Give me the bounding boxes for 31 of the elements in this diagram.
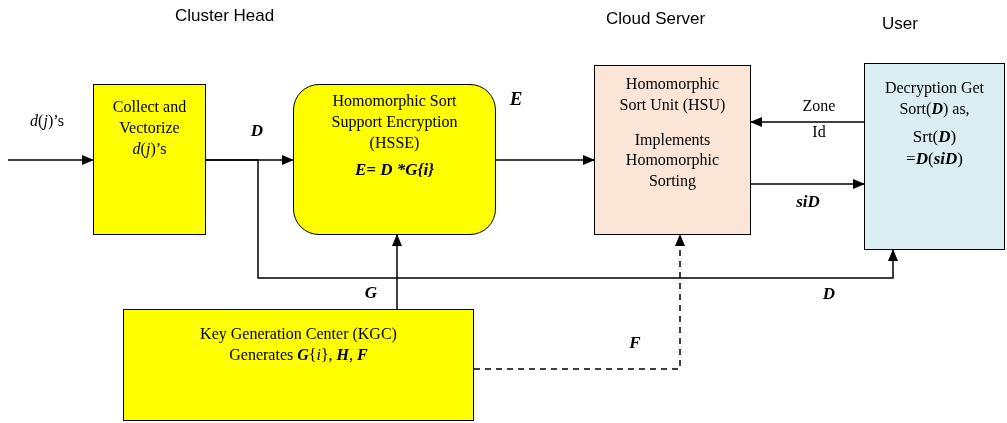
node-label: Homomorphic Sort Unit (HSU) [618, 74, 727, 116]
edge-label: Zone Id [801, 96, 837, 142]
edge-label: F [628, 333, 642, 353]
node-label: Homomorphic Sort Support Encryption (HSSE) [330, 91, 459, 154]
section-heading: User [882, 14, 918, 34]
dashed-arrow [473, 234, 685, 370]
section-heading: Cluster Head [175, 6, 275, 26]
process-box [123, 309, 474, 421]
section-heading: Cloud Server [606, 9, 706, 29]
rounded-process-box [293, 84, 496, 235]
edge-label: d(j)’s [29, 112, 65, 130]
arrow [495, 155, 595, 165]
arrow [7, 155, 94, 165]
process-box [594, 65, 751, 235]
node-label: Implements Homomorphic Sorting [624, 129, 721, 192]
arrow [750, 179, 865, 189]
node-label: Decryption Get Sort(D) as, [883, 78, 986, 120]
node-label: Key Generation Center (KGC) Generates G{i}, H, F [199, 324, 398, 365]
arrow [205, 159, 898, 279]
edge-label: E [508, 88, 524, 110]
formula: Srt(D) =D(siD) [905, 125, 964, 170]
node-label: Collect and Vectorize d(j)’s [111, 97, 188, 160]
edge-label: siD [795, 192, 821, 212]
edge-label: D [249, 121, 265, 141]
arrow [750, 117, 865, 127]
edge-label: D [821, 284, 837, 304]
arrow [392, 234, 402, 310]
process-box [93, 84, 206, 235]
process-box [864, 63, 1005, 250]
formula: E= D *G{i} [353, 159, 436, 182]
edge-label: G [363, 283, 379, 303]
